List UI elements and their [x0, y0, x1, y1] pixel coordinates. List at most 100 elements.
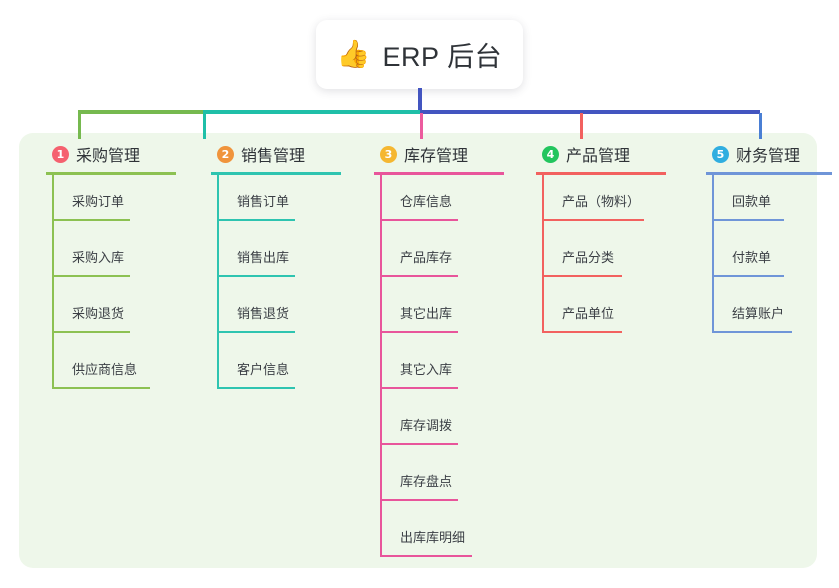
drop-product [580, 113, 583, 139]
leaf-item-rule [380, 275, 458, 277]
column-finance: 5 财务管理回款单付款单结算账户 [690, 133, 832, 343]
leaf-item[interactable]: 库存盘点 [358, 455, 468, 511]
leaf-item[interactable]: 库存调拨 [358, 399, 468, 455]
leaf-item-rule [52, 219, 130, 221]
leaf-item-rule [380, 555, 472, 557]
drop-sales [203, 113, 206, 139]
leaf-item[interactable]: 销售退货 [195, 287, 305, 343]
leaf-item-label: 结算账户 [732, 306, 785, 321]
leaf-item[interactable]: 采购订单 [30, 175, 140, 231]
column-header-rule [536, 172, 666, 175]
column-header-rule [46, 172, 176, 175]
leaf-item[interactable]: 其它出库 [358, 287, 468, 343]
leaf-item-rule [380, 499, 458, 501]
segment-teal [203, 110, 420, 114]
leaf-item-rule [542, 275, 622, 277]
column-items-finance: 回款单付款单结算账户 [690, 175, 800, 343]
leaf-item[interactable]: 销售出库 [195, 231, 305, 287]
leaf-item-label: 库存盘点 [400, 474, 453, 489]
leaf-item-label: 采购订单 [72, 194, 125, 209]
leaf-item-rule [217, 219, 295, 221]
root-node-label: ERP 后台 [382, 42, 503, 72]
leaf-item-rule [712, 275, 784, 277]
leaf-item[interactable]: 结算账户 [690, 287, 800, 343]
column-spine [542, 175, 544, 333]
leaf-item-label: 销售订单 [237, 194, 290, 209]
leaf-item-label: 采购入库 [72, 250, 125, 265]
column-product: 4 产品管理产品（物料） 产品分类产品单位 [520, 133, 666, 343]
column-header-product[interactable]: 4 产品管理 [520, 133, 666, 175]
leaf-item[interactable]: 产品（物料） [520, 175, 644, 231]
leaf-item[interactable]: 采购入库 [30, 231, 140, 287]
column-title: 产品管理 [566, 148, 631, 165]
segment-blue [420, 110, 760, 114]
column-header-purchase[interactable]: 1 采购管理 [30, 133, 176, 175]
leaf-item-rule [217, 331, 295, 333]
column-spine [712, 175, 714, 333]
column-spine [52, 175, 54, 389]
number-badge-icon: 5 [712, 145, 729, 163]
leaf-item-label: 产品（物料） [562, 194, 641, 209]
leaf-item-rule [380, 219, 458, 221]
leaf-item-label: 库存调拨 [400, 418, 453, 433]
column-items-product: 产品（物料） 产品分类产品单位 [520, 175, 644, 343]
column-header-rule [211, 172, 341, 175]
leaf-item-rule [217, 275, 295, 277]
leaf-item[interactable]: 产品单位 [520, 287, 630, 343]
number-badge-icon: 1 [52, 145, 69, 163]
leaf-item[interactable]: 供应商信息 [30, 343, 150, 399]
root-stem-connector [418, 88, 422, 112]
leaf-item[interactable]: 采购退货 [30, 287, 140, 343]
leaf-item[interactable]: 回款单 [690, 175, 800, 231]
leaf-item[interactable]: 付款单 [690, 231, 800, 287]
number-badge-icon: 3 [380, 145, 397, 163]
leaf-item-rule [52, 331, 130, 333]
column-title: 库存管理 [404, 148, 469, 165]
leaf-item[interactable]: 客户信息 [195, 343, 305, 399]
leaf-item-label: 其它入库 [400, 362, 453, 377]
root-node[interactable]: 👍 ERP 后台 [316, 20, 523, 89]
column-header-rule [374, 172, 504, 175]
leaf-item-rule [380, 443, 458, 445]
leaf-item-label: 出库库明细 [400, 530, 466, 545]
segment-green [78, 110, 203, 114]
leaf-item-rule [217, 387, 295, 389]
leaf-item-label: 产品分类 [562, 250, 615, 265]
leaf-item[interactable]: 产品分类 [520, 231, 630, 287]
leaf-item[interactable]: 出库库明细 [358, 511, 472, 567]
leaf-item-label: 回款单 [732, 194, 772, 209]
column-title: 销售管理 [241, 148, 306, 165]
leaf-item[interactable]: 产品库存 [358, 231, 468, 287]
drop-finance [759, 113, 762, 139]
column-header-finance[interactable]: 5 财务管理 [690, 133, 832, 175]
leaf-item[interactable]: 销售订单 [195, 175, 305, 231]
column-items-purchase: 采购订单采购入库采购退货供应商信息 [30, 175, 150, 399]
leaf-item-label: 销售出库 [237, 250, 290, 265]
drop-purchase [78, 113, 81, 139]
drop-inventory [420, 113, 423, 139]
leaf-item-rule [52, 275, 130, 277]
column-title: 财务管理 [736, 148, 801, 165]
number-badge-icon: 4 [542, 145, 559, 163]
column-spine [217, 175, 219, 389]
column-inventory: 3 库存管理仓库信息产品库存其它出库其它入库库存调拨库存盘点出库库明细 [358, 133, 504, 567]
thumbs-up-icon: 👍 [336, 39, 371, 70]
leaf-item-rule [380, 387, 458, 389]
diagram-panel [19, 133, 817, 568]
leaf-item-rule [712, 219, 784, 221]
column-header-inventory[interactable]: 3 库存管理 [358, 133, 504, 175]
leaf-item[interactable]: 仓库信息 [358, 175, 468, 231]
column-title: 采购管理 [76, 148, 141, 165]
leaf-item-rule [52, 387, 150, 389]
leaf-item-label: 客户信息 [237, 362, 290, 377]
column-header-rule [706, 172, 832, 175]
leaf-item-label: 付款单 [732, 250, 772, 265]
leaf-item-label: 销售退货 [237, 306, 290, 321]
leaf-item-rule [380, 331, 458, 333]
column-items-sales: 销售订单销售出库销售退货客户信息 [195, 175, 305, 399]
leaf-item-label: 仓库信息 [400, 194, 453, 209]
leaf-item-label: 其它出库 [400, 306, 453, 321]
leaf-item[interactable]: 其它入库 [358, 343, 468, 399]
